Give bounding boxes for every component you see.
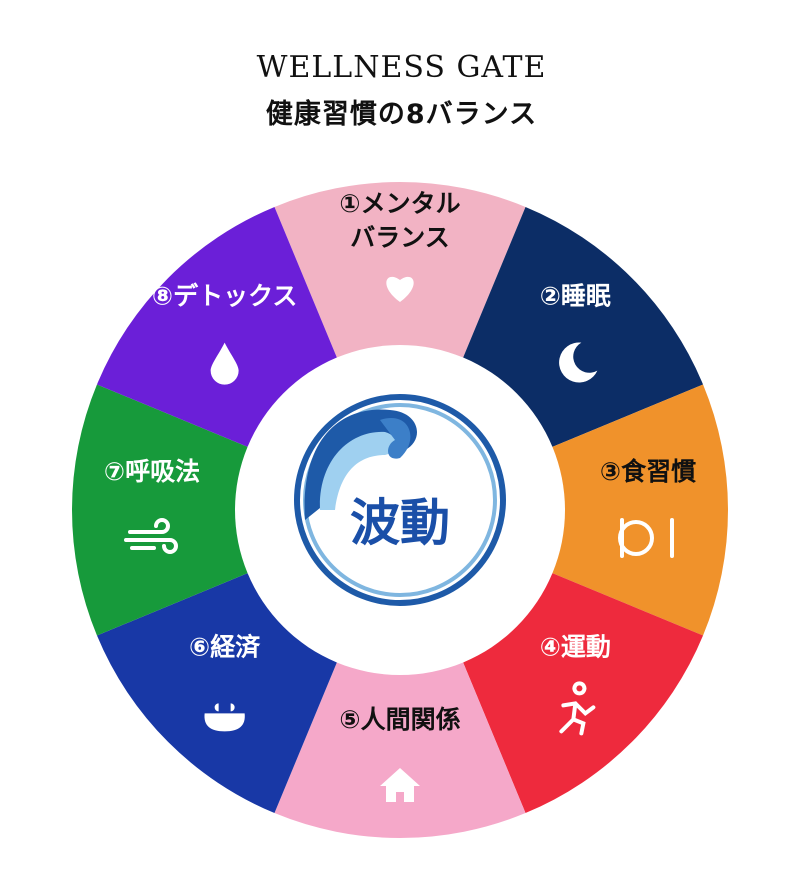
center-label: 波動 <box>350 494 450 552</box>
segment-wedge-3 <box>547 384 728 636</box>
segment-label-1: ①メンタル <box>339 189 460 218</box>
wave-logo: 波動 <box>294 394 506 606</box>
segment-wedge-6 <box>96 571 339 814</box>
plate-fork-knife-icon <box>618 518 674 558</box>
heart-icon <box>386 276 414 302</box>
segment-wedge-1 <box>274 181 526 363</box>
purse-icon <box>204 703 245 732</box>
segment-wedge-2 <box>461 206 704 449</box>
water-drop-icon <box>210 342 239 385</box>
segment-wedge-7 <box>72 384 253 636</box>
segment-label-3: ③食習慣 <box>600 457 696 486</box>
moon-icon <box>559 342 598 383</box>
segment-label-8: ⑧デトックス <box>152 282 297 311</box>
diagram-title: WELLNESS GATE <box>256 50 547 85</box>
segment-label-1: バランス <box>350 223 450 252</box>
segment-label-5: ⑤人間関係 <box>339 705 460 734</box>
runner-icon <box>559 681 596 736</box>
wind-icon <box>124 518 178 554</box>
diagram-subtitle: 健康習慣の8バランス <box>265 99 538 130</box>
segment-label-2: ②睡眠 <box>540 282 611 311</box>
house-icon <box>380 768 420 802</box>
segment-wedge-5 <box>274 657 526 838</box>
segment-label-4: ④運動 <box>540 632 611 661</box>
segment-label-7: ⑦呼吸法 <box>104 457 200 486</box>
segment-wedge-8 <box>96 206 339 449</box>
segment-label-6: ⑥経済 <box>189 632 261 661</box>
